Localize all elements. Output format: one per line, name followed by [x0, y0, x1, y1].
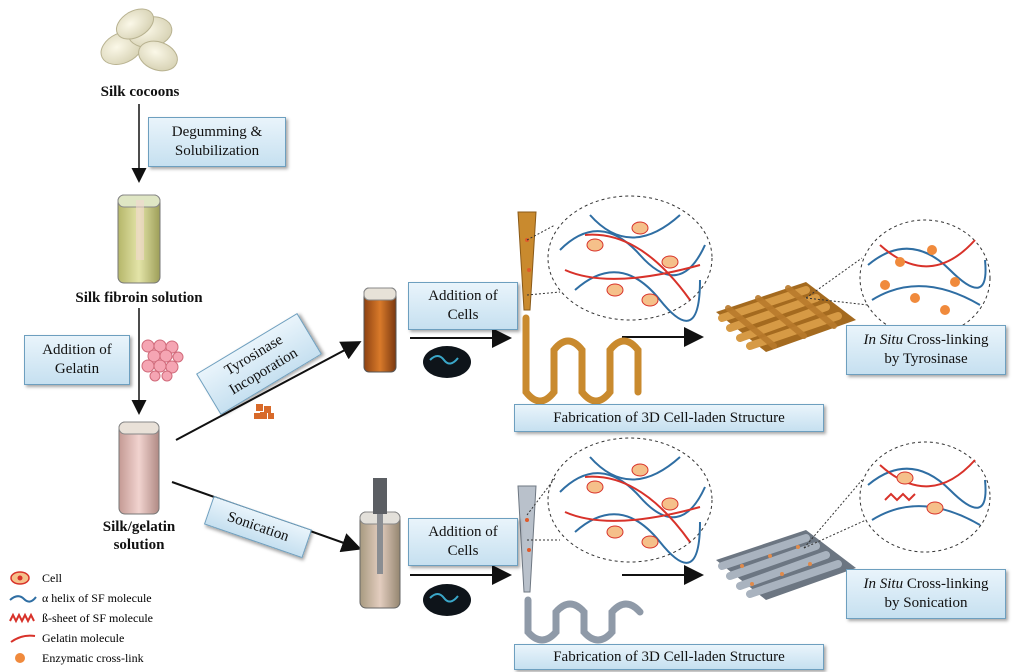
label-silk-cocoons: Silk cocoons [100, 84, 180, 100]
gelatin-molecule-icon [10, 634, 36, 643]
silk-gelatin-vial [118, 421, 160, 515]
insitu-tyrosinase-rest: Cross-linking [903, 332, 989, 348]
printed-strands-top [522, 314, 642, 405]
alpha-helix-icon [9, 595, 37, 603]
printing-nozzle-bottom [517, 485, 537, 593]
insitu-sonication-rest: Cross-linking [903, 576, 989, 592]
step-degumming: Degumming & Solubilization [148, 117, 286, 167]
cells-sphere-bottom-icon [423, 584, 471, 616]
step-insitu-sonication: In Situ Cross-linking by Sonication [846, 569, 1006, 619]
insitu-tyrosinase-line2: by Tyrosinase [884, 351, 968, 367]
network-zoom-bottom [547, 437, 713, 564]
legend-label-gelatin: Gelatin molecule [42, 630, 125, 645]
legend-item-crosslink: Enzymatic cross-link [8, 648, 153, 668]
legend-item-cell: Cell [8, 568, 153, 588]
insitu-tyrosinase-line1: In Situ Cross-linking [863, 331, 988, 350]
step-cells-bottom-line1: Addition of [428, 524, 498, 540]
legend-item-alpha-helix: α helix of SF molecule [8, 588, 153, 608]
crosslink-zoom-tyrosinase [859, 219, 991, 337]
legend-item-beta-sheet: ß-sheet of SF molecule [8, 608, 153, 628]
label-silk-fibroin-solution: Silk fibroin solution [75, 290, 203, 306]
step-addition-of-cells-top: Addition of Cells [408, 282, 518, 330]
tyrosinase-vial [363, 287, 397, 373]
silk-fibroin-vial [117, 194, 161, 284]
gelatin-particles [141, 339, 184, 382]
step-gelatin-line2: Gelatin [54, 361, 100, 377]
crosslink-zoom-sonication [859, 441, 991, 553]
step-fabrication-top: Fabrication of 3D Cell-laden Structure [514, 404, 824, 432]
step-fabrication-bottom: Fabrication of 3D Cell-laden Structure [514, 644, 824, 670]
legend-label-crosslink: Enzymatic cross-link [42, 650, 144, 665]
step-degumming-line1: Degumming & [171, 124, 263, 140]
legend-label-alpha-helix: α helix of SF molecule [42, 590, 152, 605]
step-cells-bottom-line2: Cells [447, 543, 479, 559]
tyrosinase-particles [254, 404, 274, 419]
step-cells-top-line2: Cells [447, 307, 479, 323]
label-silk-gelatin-line1: Silk/gelatin [102, 519, 176, 535]
insitu-tyrosinase-italic: In Situ [863, 332, 904, 348]
printed-strands-bottom [524, 596, 644, 644]
cell-icon [10, 571, 30, 585]
legend-label-cell: Cell [42, 570, 62, 585]
legend-item-gelatin: Gelatin molecule [8, 628, 153, 648]
insitu-sonication-italic: In Situ [863, 576, 904, 592]
label-silk-gelatin-line2: solution [113, 537, 165, 553]
silk-cocoons-image [100, 8, 178, 72]
step-insitu-tyrosinase: In Situ Cross-linking by Tyrosinase [846, 325, 1006, 375]
cells-sphere-top-icon [423, 346, 471, 378]
step-addition-of-cells-bottom: Addition of Cells [408, 518, 518, 566]
legend: Cell α helix of SF molecule ß-sheet of S… [8, 568, 153, 668]
insitu-sonication-line2: by Sonication [884, 595, 968, 611]
sonication-vial [359, 478, 401, 609]
step-cells-top-line1: Addition of [428, 288, 498, 304]
insitu-sonication-line1: In Situ Cross-linking [863, 575, 988, 594]
enzymatic-crosslink-icon [15, 653, 25, 663]
printing-nozzle-top [517, 211, 537, 311]
label-silk-gelatin-solution: Silk/gelatin solution [80, 518, 198, 554]
step-gelatin-line1: Addition of [42, 342, 112, 358]
arrow-to-tyrosinase-vial [175, 341, 362, 441]
beta-sheet-icon [9, 612, 35, 624]
legend-label-beta-sheet: ß-sheet of SF molecule [42, 610, 153, 625]
scaffold-tyrosinase [716, 282, 856, 352]
scaffold-sonication [716, 530, 856, 600]
network-zoom-top [547, 195, 713, 322]
step-degumming-line2: Solubilization [174, 143, 260, 159]
step-addition-of-gelatin: Addition of Gelatin [24, 335, 130, 385]
